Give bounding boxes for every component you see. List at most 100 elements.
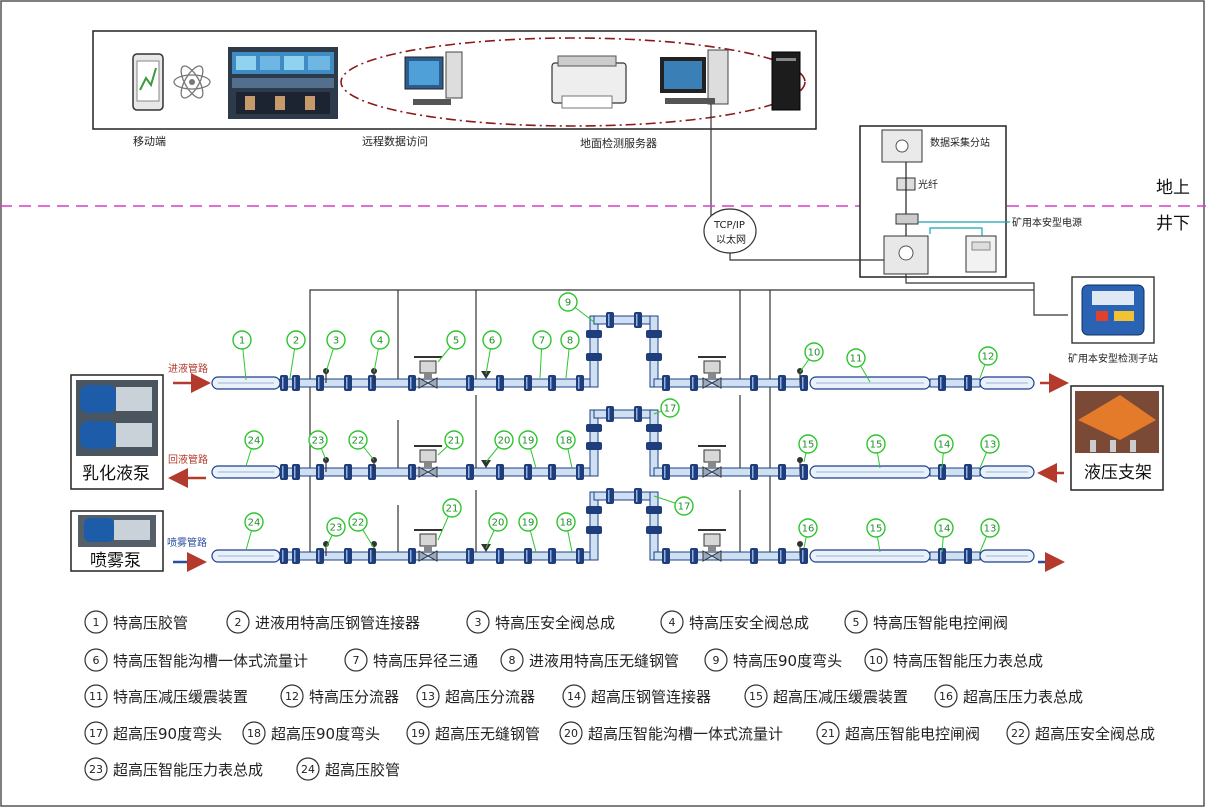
return-row-connector — [496, 464, 504, 480]
svg-text:10: 10 — [808, 348, 821, 359]
tower-server-icon — [771, 51, 801, 111]
svg-text:8: 8 — [567, 336, 573, 347]
spray-row-bend-connector — [646, 506, 662, 514]
callout-13: 13 — [979, 518, 1000, 553]
callout-19: 19 — [518, 430, 538, 469]
svg-text:超高压分流器: 超高压分流器 — [445, 688, 535, 706]
svg-text:超高压智能压力表总成: 超高压智能压力表总成 — [113, 761, 263, 779]
callout-9: 9 — [558, 292, 595, 323]
spray-row-connector — [938, 548, 946, 564]
spray-row-inlet-hose — [211, 549, 281, 563]
svg-text:8: 8 — [509, 654, 516, 667]
emulsion-pump-label: 乳化液泵 — [82, 464, 150, 484]
tcp-ip-ethernet: TCP/IP 以太网 — [703, 208, 757, 254]
monitor-substation-label: 矿用本安型检测子站 — [1068, 352, 1158, 365]
svg-text:23: 23 — [312, 436, 325, 447]
return-row-bend-connector — [586, 424, 602, 432]
callout-21: 21 — [437, 430, 464, 456]
svg-text:15: 15 — [749, 690, 763, 703]
svg-text:24: 24 — [301, 763, 315, 776]
return-row-connector — [292, 464, 300, 480]
power-label: 矿用本安型电源 — [1012, 216, 1082, 229]
svg-text:4: 4 — [377, 336, 383, 347]
callout-17: 17 — [653, 495, 694, 516]
svg-text:19: 19 — [411, 727, 425, 740]
svg-text:22: 22 — [352, 436, 365, 447]
supply-row-bend-top — [593, 315, 655, 325]
spray-row-connector — [496, 548, 504, 564]
return-row-connector — [576, 464, 584, 480]
svg-text:1: 1 — [239, 336, 245, 347]
callout-8: 8 — [560, 330, 580, 379]
svg-text:17: 17 — [89, 727, 103, 740]
return-row-connector — [662, 464, 670, 480]
svg-text:3: 3 — [333, 336, 339, 347]
callout-17: 17 — [653, 398, 680, 418]
return-row-bend-connector — [634, 406, 642, 422]
supply-row-damper — [809, 376, 931, 390]
supply-line-label: 进液管路 — [168, 362, 208, 375]
return-row-bend-connector — [606, 406, 614, 422]
spray-row-outlet-stub — [929, 551, 981, 561]
spray-row-connector — [368, 548, 376, 564]
svg-text:19: 19 — [522, 436, 535, 447]
callout-2: 2 — [286, 330, 306, 379]
return-row-pressure-gauge — [797, 457, 803, 472]
return-row-connector — [368, 464, 376, 480]
svg-text:11: 11 — [850, 354, 863, 365]
control-room-image — [228, 47, 338, 119]
spray-row-connector — [524, 548, 532, 564]
supply-row-connector — [344, 375, 352, 391]
spray-row-bend-connector — [646, 526, 662, 534]
underground-label: 井下 — [1156, 214, 1190, 234]
callout-4: 4 — [370, 330, 390, 373]
return-row-connector — [548, 464, 556, 480]
supply-row-connector — [280, 375, 288, 391]
spray-pump-label: 喷雾泵 — [90, 551, 141, 571]
spray-row-gate-valve — [414, 529, 442, 562]
svg-text:超高压安全阀总成: 超高压安全阀总成 — [1035, 725, 1155, 743]
supply-row-connector — [524, 375, 532, 391]
above-ground-label: 地上 — [1156, 178, 1190, 198]
svg-text:超高压智能电控闸阀: 超高压智能电控闸阀 — [845, 725, 980, 743]
supply-row-connector — [778, 375, 786, 391]
supply-row-gate-valve — [698, 356, 726, 389]
svg-text:超高压90度弯头: 超高压90度弯头 — [271, 725, 380, 743]
return-row-connector — [408, 464, 416, 480]
callout-24: 24 — [244, 512, 264, 551]
svg-text:进液用特高压无缝钢管: 进液用特高压无缝钢管 — [529, 652, 679, 670]
callout-6: 6 — [482, 330, 502, 375]
spray-row-connector — [292, 548, 300, 564]
svg-text:超高压减压缓震装置: 超高压减压缓震装置 — [773, 688, 908, 706]
return-row-connector — [938, 464, 946, 480]
svg-text:18: 18 — [560, 518, 573, 529]
svg-text:超高压钢管连接器: 超高压钢管连接器 — [591, 688, 711, 706]
callout-7: 7 — [532, 330, 552, 379]
supply-row-connector — [750, 375, 758, 391]
spray-row-bend-top — [593, 491, 655, 501]
spray-row-connector — [750, 548, 758, 564]
mobile-label: 移动端 — [133, 135, 166, 148]
callout-24: 24 — [244, 430, 264, 467]
supply-row-bend-connector — [606, 312, 614, 328]
svg-text:14: 14 — [938, 440, 951, 451]
svg-text:13: 13 — [984, 524, 997, 535]
return-row-bend-connector — [646, 442, 662, 450]
return-row-connector — [524, 464, 532, 480]
callout-11: 11 — [846, 348, 871, 383]
return-row-outlet-stub — [929, 467, 981, 477]
return-row-damper — [809, 465, 931, 479]
svg-text:特高压智能压力表总成: 特高压智能压力表总成 — [893, 652, 1043, 670]
